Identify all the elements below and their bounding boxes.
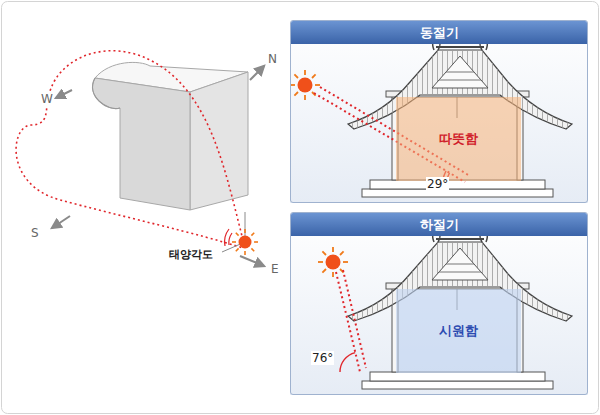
cool-interior: 시원함 [396,289,521,373]
direction-letter: S [30,226,40,240]
season-panel: 동절기따뜻함 [290,20,588,203]
angle-label: 태양각도 [168,248,214,262]
warm-interior: 따뜻함 [396,97,521,181]
angle-value: 29° [426,177,449,191]
direction-letter: N [267,52,278,66]
direction-letter: E [270,262,280,276]
interior-label: 따뜻함 [439,130,478,148]
panel-heading: 동절기 [291,21,587,44]
panel-heading: 하절기 [291,213,587,236]
angle-value: 76° [311,351,334,365]
season-panel: 하절기시원함 [290,212,588,395]
interior-label: 시원함 [439,322,478,340]
direction-letter: W [40,92,54,106]
